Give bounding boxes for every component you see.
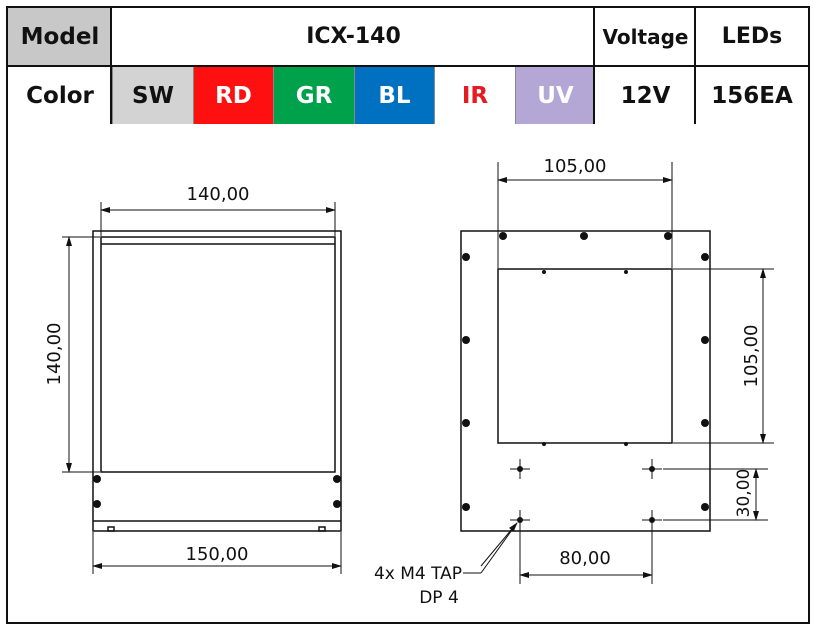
tap-hole [649,466,655,472]
table-col-divider [694,8,696,124]
rear-height-right-label: 105,00 [741,325,762,388]
voltage-label: Voltage [595,8,696,65]
tap-note-leader [463,522,518,574]
leds-value: 156EA [696,67,808,124]
front-view-outer-housing [92,230,342,532]
color-label: Color [8,67,112,124]
rear-view-small-mark [624,442,628,446]
tap-hole [517,466,523,472]
table-row-divider [8,65,808,67]
front-view-holes [93,475,341,508]
rear-view-small-mark [542,442,546,446]
tap-hole [517,517,523,523]
front-view-foot-right [318,526,326,532]
model-label: Model [8,8,112,65]
rear-view-hole [462,503,470,511]
table-col-divider [110,8,112,124]
rear-view-hole [462,336,470,344]
hole-spacing-horizontal-dimension [519,530,653,584]
color-swatch-bl: BL [354,67,434,124]
rear-view-tap-holes [510,459,662,530]
model-value: ICX-140 [112,8,595,65]
rear-view-small-mark [542,270,546,274]
rear-view-hole [462,419,470,427]
front-view-hole [93,500,101,508]
hole-spacing-vertical-label: 30,00 [734,469,754,518]
table-col-divider [593,8,595,124]
front-view [92,230,342,532]
tap-hole [649,517,655,523]
front-view-foot-left [107,526,115,532]
technical-drawing: 140,00 140,00 150,00 [8,124,808,624]
front-view-hole [93,475,101,483]
front-view-window [100,236,336,473]
voltage-value: 12V [595,67,696,124]
front-view-hole [333,500,341,508]
rear-view [460,230,711,532]
front-width-bottom-label: 150,00 [186,544,249,565]
rear-view-window [497,268,673,444]
front-height-left-label: 140,00 [44,323,65,386]
rear-view-hole [701,336,709,344]
front-width-bottom-dimension [92,532,342,574]
rear-view-hole [664,232,672,240]
rear-view-holes [462,232,709,511]
rear-view-hole [701,253,709,261]
rear-view-hole [701,419,709,427]
rear-width-top-label: 105,00 [544,156,607,177]
color-swatch-rd: RD [193,67,273,124]
rear-width-top-dimension [497,162,673,268]
rear-view-tap-hole-dots [517,466,655,523]
rear-view-hole [580,232,588,240]
tap-note-line1: 4x M4 TAP [374,564,462,584]
rear-view-small-mark [624,270,628,274]
tap-note-line2: DP 4 [419,588,459,608]
front-height-left-dimension [62,236,100,473]
front-view-hole [333,475,341,483]
color-swatch-sw: SW [112,67,193,124]
front-width-top-label: 140,00 [187,184,250,205]
leds-label: LEDs [696,8,808,65]
color-swatch-ir: IR [434,67,515,124]
drawing-svg: 140,00 140,00 150,00 [44,156,774,608]
rear-view-outer-housing [460,230,711,532]
front-width-top-dimension [100,202,336,236]
color-swatch-uv: UV [515,67,595,124]
rear-height-right-dimension [673,268,774,444]
hole-spacing-vertical-dimension [663,468,768,521]
color-swatch-gr: GR [273,67,354,124]
hole-spacing-horizontal-label: 80,00 [559,548,611,569]
rear-view-hole [499,232,507,240]
rear-view-hole [462,253,470,261]
rear-view-hole [701,503,709,511]
